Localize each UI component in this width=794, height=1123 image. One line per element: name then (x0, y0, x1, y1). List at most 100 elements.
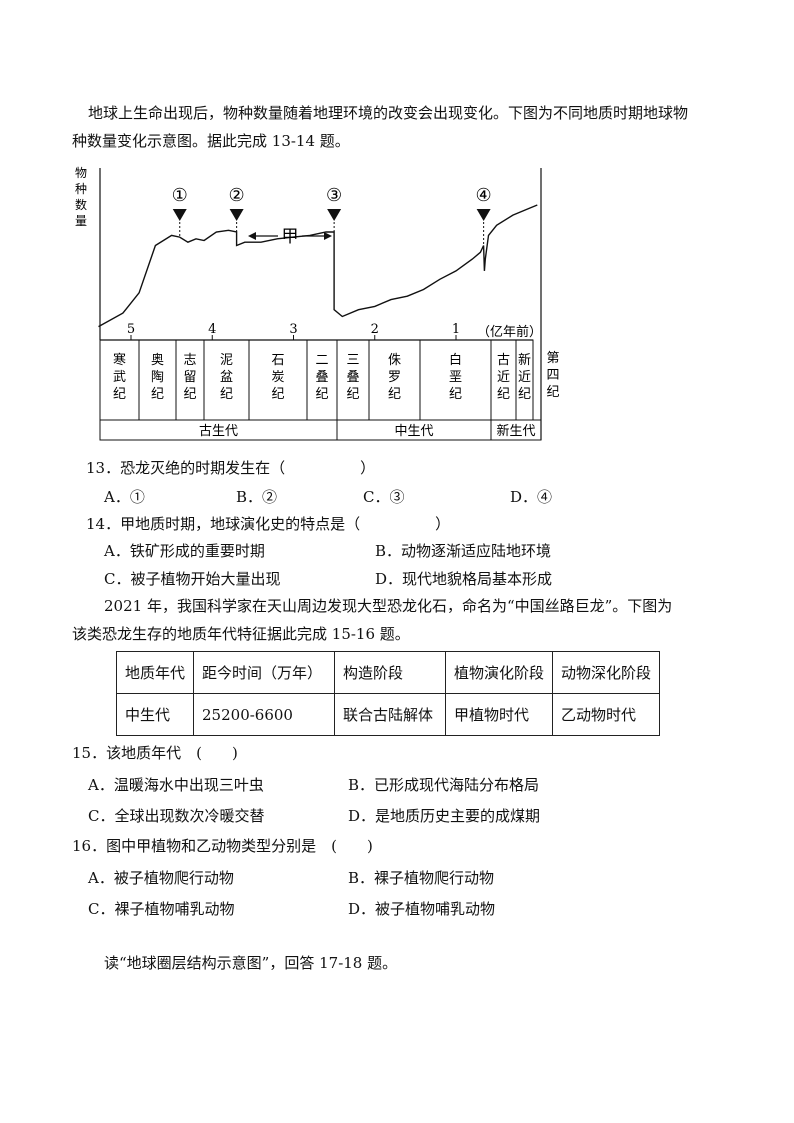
era-label: 新生代 (496, 423, 535, 439)
marker-label: ③ (326, 185, 342, 206)
q15-option-c[interactable]: C．全球出现数次冷暖交替 (88, 807, 265, 825)
marker-label: ② (229, 185, 245, 206)
period-arrow-jia: 甲 (248, 227, 332, 247)
q13-option-b[interactable]: B．② (236, 488, 278, 506)
q14-option-a[interactable]: A．铁矿形成的重要时期 (104, 542, 265, 560)
period-char: 垩 (449, 370, 462, 385)
table-header-row: 地质年代 距今时间（万年） 构造阶段 植物演化阶段 动物深化阶段 (115, 651, 661, 694)
ylabel-char: 量 (75, 214, 87, 228)
q16-option-b[interactable]: B．裸子植物爬行动物 (348, 869, 495, 887)
period-char: 奥 (151, 353, 164, 368)
table-header-cell: 植物演化阶段 (445, 651, 554, 694)
q15-option-a[interactable]: A．温暖海水中出现三叶虫 (88, 776, 264, 794)
table-header-cell: 动物深化阶段 (552, 651, 661, 694)
period-char: 炭 (271, 370, 284, 385)
marker-label: ④ (476, 185, 492, 206)
intro-line-2: 种数量变化示意图。据此完成 13-14 题。 (72, 132, 350, 150)
period-char: 叠 (346, 370, 359, 385)
period-char: 四 (546, 368, 559, 383)
period-char: 第 (546, 351, 559, 366)
table-header-cell: 距今时间（万年） (193, 651, 336, 694)
period-char: 纪 (449, 387, 462, 402)
q15-option-d[interactable]: D．是地质历史主要的成煤期 (348, 807, 541, 825)
period-char: 近 (518, 370, 531, 385)
era-cells: 古生代 中生代 新生代 (199, 423, 536, 439)
x-axis-label: （亿年前） (477, 324, 542, 340)
table-row: 中生代 25200-6600 联合古陆解体 甲植物时代 乙动物时代 (115, 693, 661, 736)
x-ticks: 5 4 3 2 1 (127, 322, 460, 340)
period-char: 近 (497, 370, 510, 385)
marker-triangle-icon (327, 209, 342, 221)
period-char: 罗 (388, 370, 401, 385)
q16-option-c[interactable]: C．裸子植物哺乳动物 (88, 900, 235, 918)
period-char: 陶 (151, 369, 164, 385)
table-header-cell: 地质年代 (115, 651, 195, 694)
event-markers: ① ② ③ ④ (172, 185, 492, 246)
marker-triangle-icon (172, 209, 187, 221)
period-char: 留 (183, 370, 196, 385)
q16-stem: 16．图中甲植物和乙动物类型分别是 ( ) (72, 837, 373, 855)
chart-ylabel: 物种数量 (75, 166, 87, 228)
ylabel-char: 物 (75, 166, 87, 180)
x-tick-label: 2 (371, 322, 379, 337)
period-char: 三 (346, 353, 359, 368)
x-tick-label: 5 (127, 322, 135, 337)
period-char: 纪 (315, 387, 328, 402)
ylabel-char: 种 (75, 182, 87, 196)
marker-triangle-icon (229, 209, 244, 221)
period-char: 古 (497, 353, 510, 368)
q15-option-b[interactable]: B．已形成现代海陆分布格局 (348, 776, 540, 794)
q14-option-b[interactable]: B．动物逐渐适应陆地环境 (375, 542, 552, 560)
period-char: 纪 (220, 387, 233, 402)
period-char: 纪 (518, 387, 531, 402)
period-char: 泥 (220, 353, 233, 368)
period-char: 纪 (346, 387, 359, 402)
table-cell: 25200-6600 (193, 693, 336, 736)
period-char: 纪 (388, 387, 401, 402)
marker-triangle-icon (476, 209, 491, 221)
q13-option-c[interactable]: C．③ (363, 488, 405, 506)
era-label: 古生代 (199, 424, 238, 439)
period-char: 纪 (113, 387, 126, 402)
table-cell: 中生代 (115, 693, 195, 736)
q16-option-a[interactable]: A．被子植物爬行动物 (88, 869, 234, 887)
period-char: 纪 (497, 387, 510, 402)
period-char: 纪 (271, 387, 284, 402)
period-char: 纪 (546, 385, 559, 400)
era-label: 中生代 (394, 424, 433, 439)
period-char: 叠 (315, 370, 328, 385)
era-row-frame (99, 419, 542, 441)
marker-label: ① (172, 185, 188, 206)
period-char: 纪 (183, 387, 196, 402)
period-char: 新 (518, 352, 531, 368)
period-char: 白 (449, 352, 462, 368)
x-tick-label: 3 (289, 322, 297, 337)
q15-stem: 15．该地质年代 ( ) (72, 744, 238, 762)
q14-option-d[interactable]: D．现代地貌格局基本形成 (375, 570, 553, 588)
intro3: 读“地球圈层结构示意图”，回答 17-18 题。 (104, 954, 398, 972)
q13-stem: 13．恐龙灭绝的时期发生在（ ） (86, 459, 376, 477)
period-char: 盆 (220, 370, 233, 385)
period-char: 武 (113, 370, 126, 385)
period-char: 志 (183, 353, 196, 368)
intro2-line-1: 2021 年，我国科学家在天山周边发现大型恐龙化石，命名为“中国丝路巨龙”。下图… (104, 597, 673, 615)
ylabel-char: 数 (75, 197, 87, 212)
x-tick-label: 4 (208, 322, 216, 337)
geologic-era-table: 地质年代 距今时间（万年） 构造阶段 植物演化阶段 动物深化阶段 中生代 252… (115, 651, 661, 736)
period-char: 二 (315, 353, 328, 368)
x-tick-label: 1 (452, 322, 460, 337)
period-char: 侏 (388, 353, 401, 368)
q14-option-c[interactable]: C．被子植物开始大量出现 (104, 570, 281, 588)
q14-stem: 14．甲地质时期，地球演化史的特点是（ ） (86, 515, 451, 533)
q13-option-d[interactable]: D．④ (510, 488, 553, 506)
table-cell: 乙动物时代 (552, 693, 661, 736)
q13-option-a[interactable]: A．① (104, 488, 145, 506)
table-header-cell: 构造阶段 (334, 651, 447, 694)
q16-option-d[interactable]: D．被子植物哺乳动物 (348, 900, 496, 918)
period-char: 石 (271, 353, 284, 368)
table-cell: 甲植物时代 (445, 693, 554, 736)
period-arrow-label: 甲 (282, 227, 299, 247)
intro-line-1: 地球上生命出现后，物种数量随着地理环境的改变会出现变化。下图为不同地质时期地球物 (88, 104, 689, 122)
